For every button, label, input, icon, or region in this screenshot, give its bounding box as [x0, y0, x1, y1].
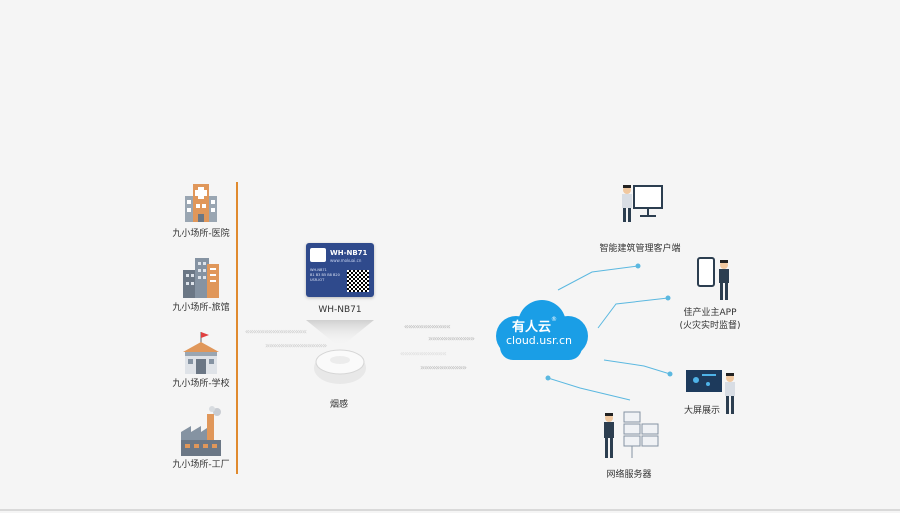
client-label: 大屏展示 — [683, 406, 720, 416]
server-icon — [604, 411, 659, 458]
client-label: 佳产业主APP — [683, 308, 737, 318]
school-icon — [183, 332, 219, 374]
module-title: WH-NB71 — [330, 249, 368, 257]
module-caption: WH-NB71 — [318, 305, 362, 315]
module-url: www.mokuai.cn — [330, 258, 362, 263]
cloud-name: 有人云® — [512, 316, 557, 335]
arrow-to-module: «««««««««««« — [404, 322, 451, 331]
arrow-to-module-2: «««««««««««« — [400, 349, 447, 358]
presenter-icon — [622, 185, 663, 222]
mobile-app-icon — [697, 257, 729, 300]
cloud-domain: cloud.usr.cn — [506, 334, 573, 347]
module-info: WH-NB71 B1 B3 B5 B8 B20 USR-IOT — [310, 268, 340, 282]
nb-iot-module: WH-NB71 www.mokuai.cn WH-NB71 B1 B3 B5 B… — [306, 243, 374, 297]
cloud-connectors — [545, 263, 673, 401]
smoke-detector-label: 烟感 — [329, 400, 348, 410]
qr-code-icon — [347, 270, 369, 292]
smoke-detector-icon — [306, 320, 374, 384]
arrow-to-venues-2: »»»»»»»»»»»»»»»» — [265, 341, 327, 350]
big-screen-icon — [686, 370, 735, 414]
usr-logo-icon — [310, 248, 326, 262]
venue-divider — [236, 182, 238, 474]
venue-label: 九小场所-工厂 — [172, 460, 230, 470]
client-sublabel: (火灾实时监督) — [679, 321, 741, 331]
registered-mark: ® — [551, 316, 558, 323]
bottom-border — [0, 509, 900, 511]
hotel-icon — [183, 258, 219, 298]
client-label: 智能建筑管理客户端 — [599, 244, 681, 254]
factory-icon — [181, 406, 221, 456]
client-label: 网络服务器 — [606, 470, 652, 480]
cloud-brand: 有人云 — [512, 320, 552, 335]
venue-label: 九小场所-旅馆 — [172, 303, 230, 313]
arrow-to-cloud-1: »»»»»»»»»»»» — [428, 334, 475, 343]
cloud-icon — [496, 300, 588, 360]
venue-school: 九小场所-学校 — [166, 330, 236, 389]
venue-label: 九小场所-学校 — [172, 379, 230, 389]
hospital-icon — [185, 184, 217, 222]
venue-factory: 九小场所-工厂 — [166, 406, 236, 470]
venue-hotel: 九小场所-旅馆 — [166, 256, 236, 313]
arrow-to-venues-1: «««««««««««««««« — [245, 327, 307, 336]
venue-label: 九小场所-医院 — [172, 229, 230, 239]
venue-hospital: 九小场所-医院 — [166, 182, 236, 239]
arrow-to-cloud-2: »»»»»»»»»»»» — [420, 363, 467, 372]
